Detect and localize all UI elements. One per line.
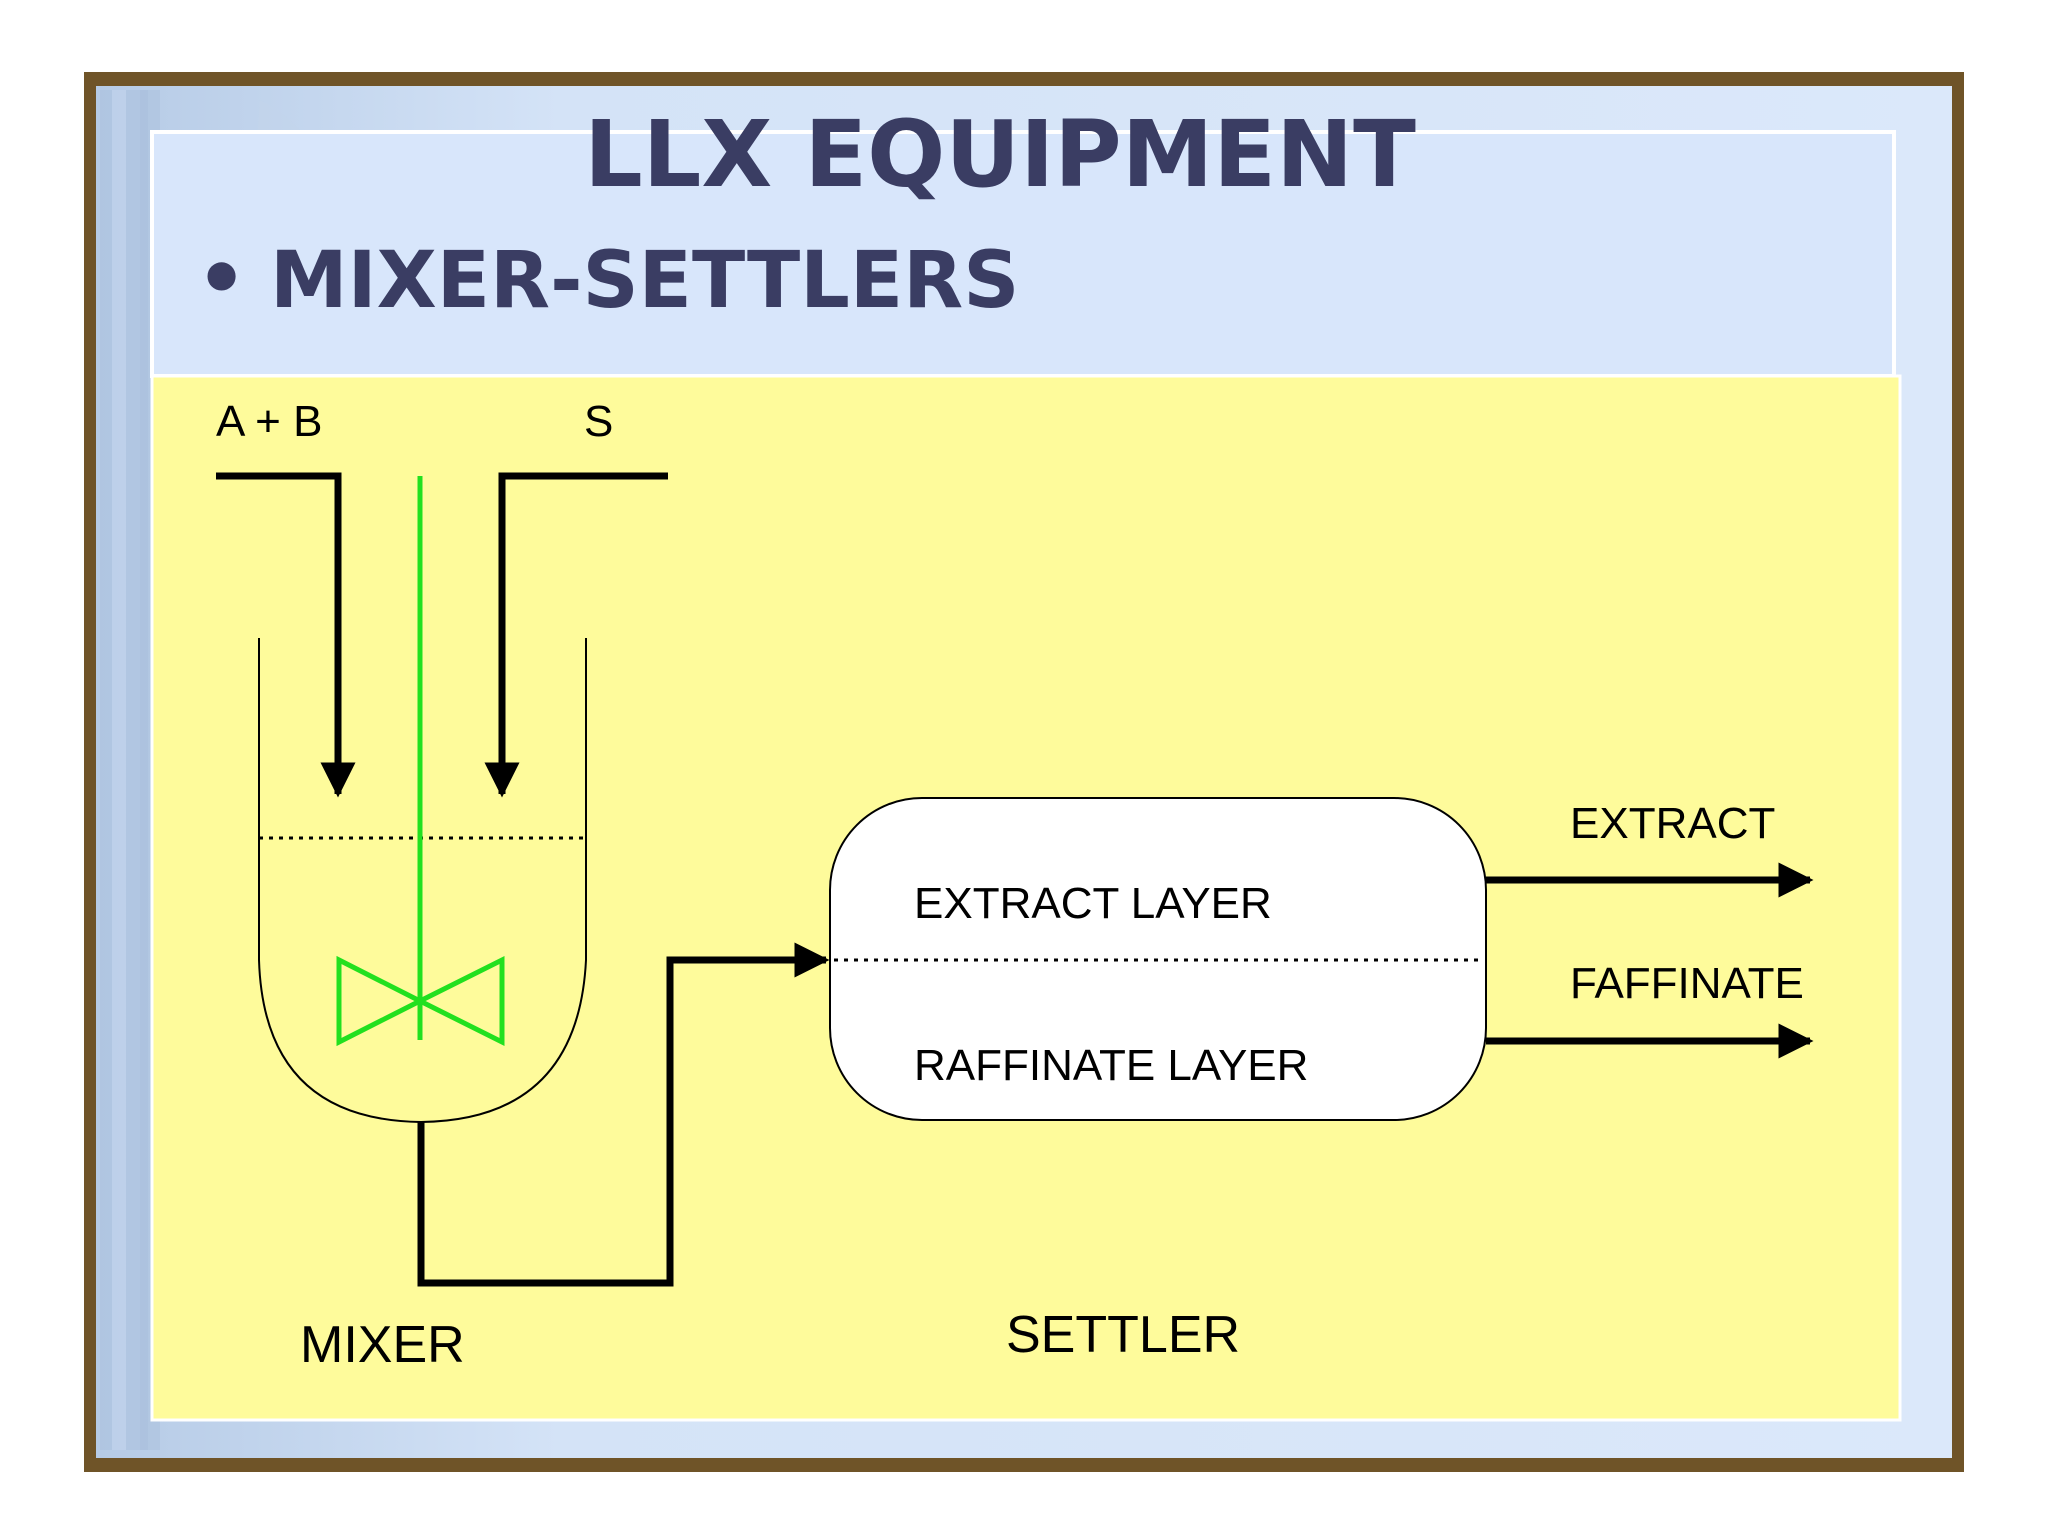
raffinate-outlet-label: FAFFINATE: [1570, 959, 1804, 1008]
bullet-heading: MIXER-SETTLERS: [270, 236, 1019, 326]
mixer-to-settler-pipe: [417, 942, 830, 1287]
settler: [829, 797, 1814, 1121]
mixer-label: MIXER: [300, 1316, 465, 1374]
mixer: [216, 472, 830, 1287]
bullet-symbol: •: [196, 232, 247, 325]
feed-ab-pipe: [216, 472, 356, 798]
feed-ab-label: A + B: [216, 397, 322, 446]
solvent-label: S: [584, 397, 613, 446]
settler-label: SETTLER: [1006, 1306, 1240, 1364]
extract-layer-label: EXTRACT LAYER: [914, 879, 1272, 928]
header-band: [150, 130, 1896, 378]
slide-title: LLX EQUIPMENT: [584, 101, 1416, 208]
agitator-impeller: [336, 955, 505, 1047]
extract-outlet-label: EXTRACT: [1570, 799, 1775, 848]
raffinate-layer-label: RAFFINATE LAYER: [914, 1041, 1308, 1090]
solvent-pipe: [484, 472, 668, 798]
